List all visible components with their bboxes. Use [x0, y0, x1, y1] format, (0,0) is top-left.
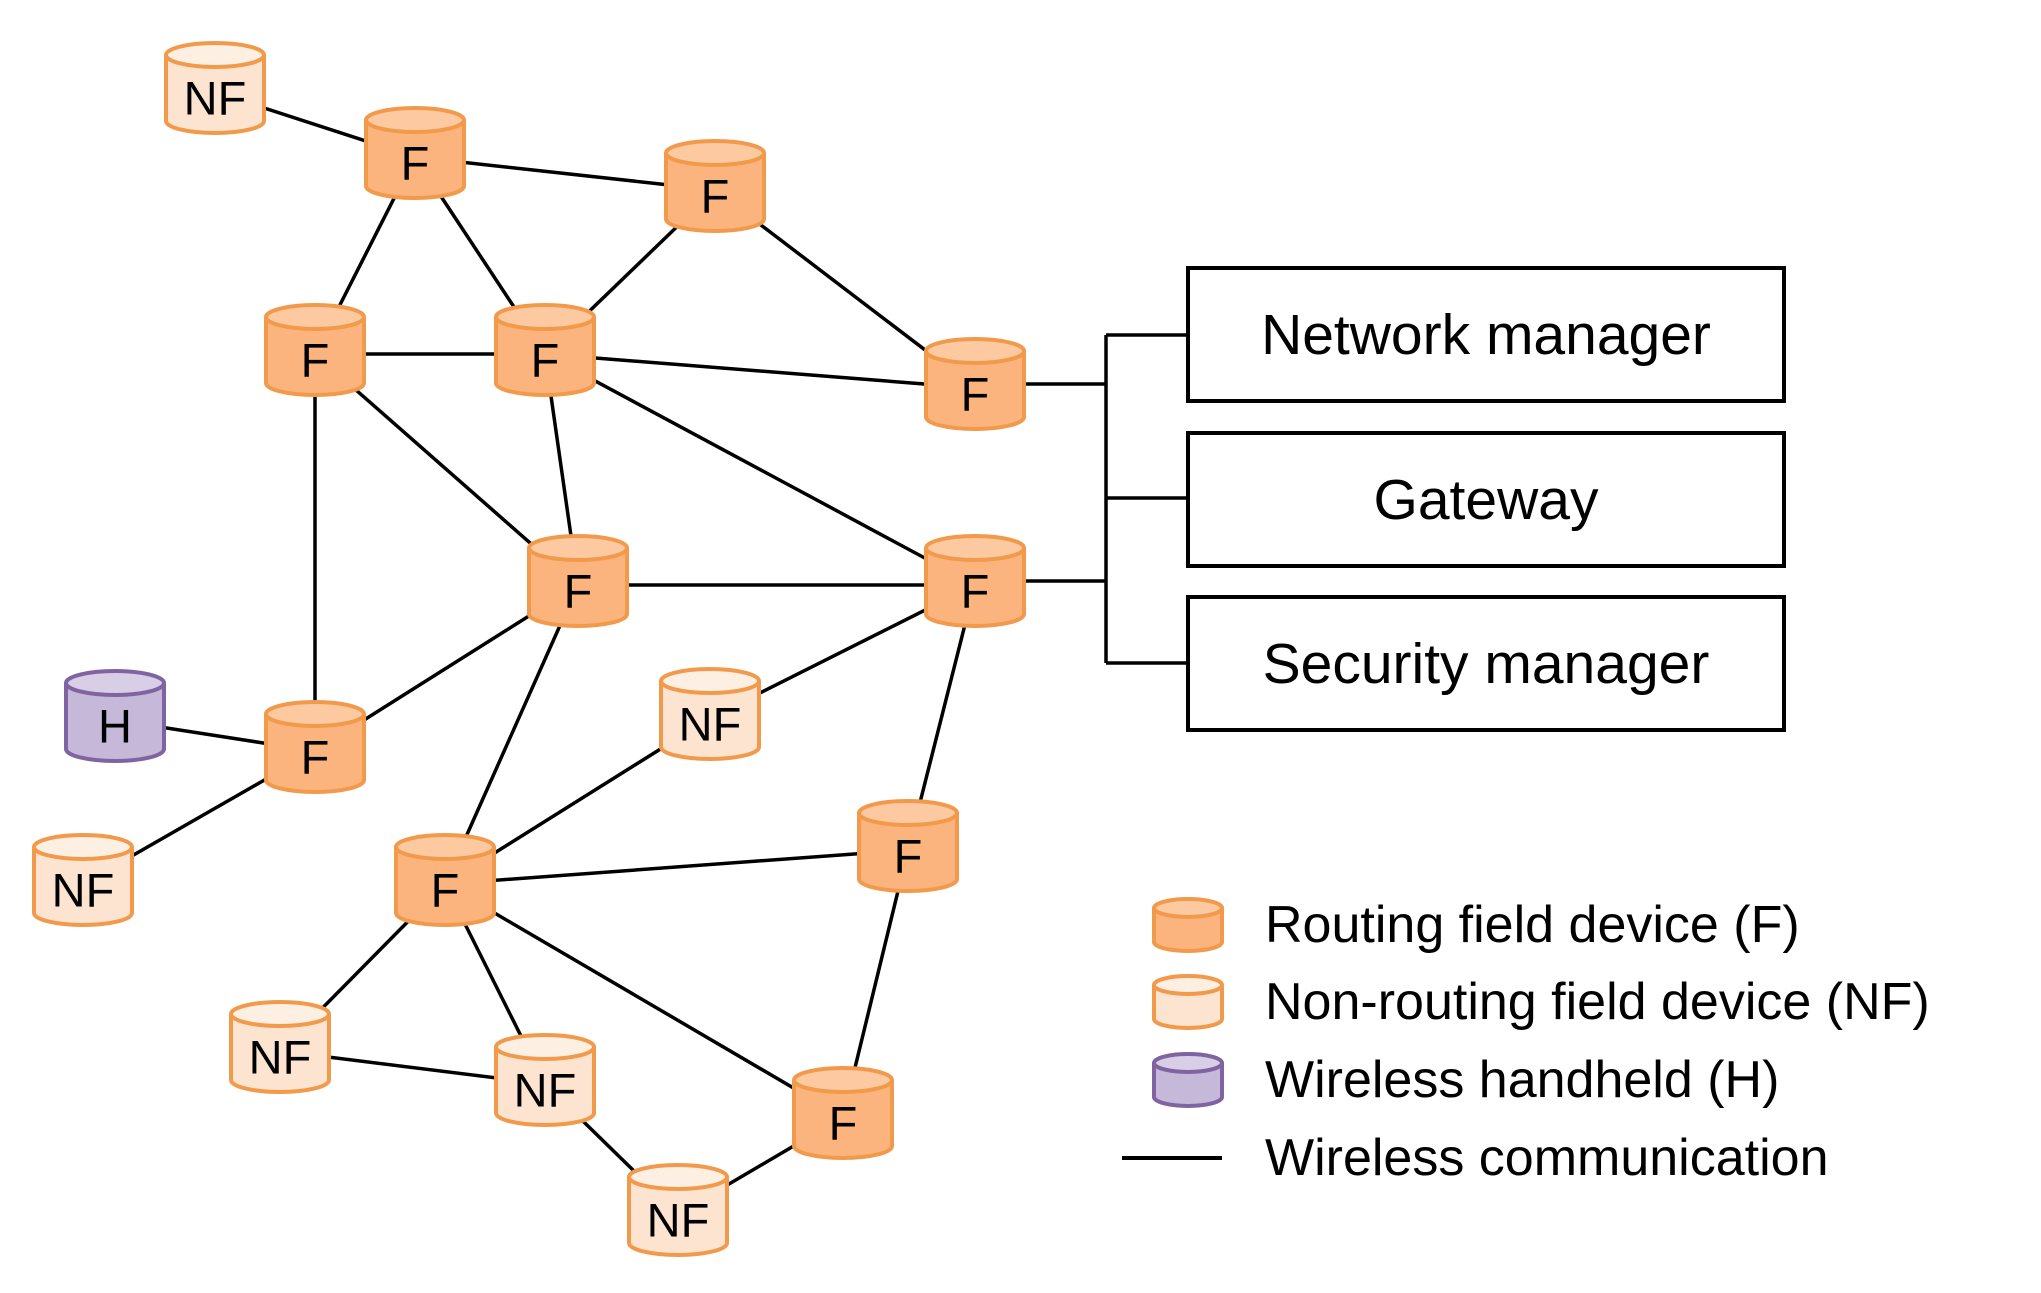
legend-handheld-label: Wireless handheld (H)	[1265, 1051, 1779, 1109]
routing-field-device-f6: F	[527, 534, 629, 628]
devices: NF F F F F F F F H F NF NF F F NF NF F NF	[32, 41, 1026, 1257]
gateway-box: Gateway	[1186, 431, 1786, 568]
legend-nonrouting-icon	[1152, 974, 1224, 1030]
device-label-nf3: NF	[679, 698, 742, 751]
device-label-f6: F	[564, 565, 593, 618]
device-label-h1: H	[98, 700, 132, 753]
non-routing-field-device-nf6: NF	[627, 1163, 729, 1257]
non-routing-field-device-nf2: NF	[32, 833, 134, 927]
device-label-f7: F	[961, 565, 990, 618]
device-label-nf4: NF	[249, 1031, 312, 1084]
routing-field-device-f8: F	[264, 700, 366, 794]
device-label-f8: F	[301, 731, 330, 784]
routing-field-device-f9: F	[394, 833, 496, 927]
link-f9-f11	[444, 882, 844, 1119]
legend-icons	[1152, 897, 1224, 1108]
device-label-f4: F	[531, 334, 560, 387]
backbone-bus	[1025, 333, 1188, 665]
link-f9-f10	[444, 848, 909, 886]
routing-field-device-f10: F	[857, 799, 959, 893]
device-label-f1: F	[401, 137, 430, 190]
device-label-f3: F	[301, 334, 330, 387]
routing-field-device-f3: F	[264, 303, 366, 397]
gateway-label: Gateway	[1374, 468, 1599, 532]
link-f6-f9	[443, 584, 580, 885]
security-manager-box: Security manager	[1186, 595, 1786, 732]
network-manager-box: Network manager	[1186, 266, 1786, 403]
device-label-nf1: NF	[184, 72, 247, 125]
device-label-f5: F	[961, 368, 990, 421]
link-f4-f5	[544, 352, 976, 390]
device-label-nf2: NF	[52, 864, 115, 917]
routing-field-device-f1: F	[364, 106, 466, 200]
legend: Routing field device (F) Non-routing fie…	[1122, 896, 1930, 1187]
device-label-f9: F	[431, 864, 460, 917]
non-routing-field-device-nf3: NF	[659, 667, 761, 761]
routing-field-device-f11: F	[792, 1066, 894, 1160]
security-manager-label: Security manager	[1263, 632, 1710, 696]
non-routing-field-device-nf1: NF	[164, 41, 266, 135]
legend-routing-label: Routing field device (F)	[1265, 896, 1800, 954]
legend-nonrouting-label: Non-routing field device (NF)	[1265, 973, 1930, 1031]
routing-field-device-f7: F	[924, 534, 1026, 628]
device-label-f2: F	[701, 170, 730, 223]
network-manager-label: Network manager	[1261, 303, 1711, 367]
wireless-handheld-h1: H	[64, 669, 166, 763]
routing-field-device-f2: F	[664, 139, 766, 233]
device-label-f10: F	[894, 830, 923, 883]
legend-routing-icon	[1152, 897, 1224, 953]
routing-field-device-f5: F	[924, 337, 1026, 431]
non-routing-field-device-nf5: NF	[494, 1033, 596, 1127]
device-label-f11: F	[829, 1097, 858, 1150]
device-label-nf5: NF	[514, 1064, 577, 1117]
routing-field-device-f4: F	[494, 303, 596, 397]
device-label-nf6: NF	[647, 1194, 710, 1247]
legend-handheld-icon	[1152, 1052, 1224, 1108]
legend-wireless-label: Wireless communication	[1265, 1129, 1829, 1187]
non-routing-field-device-nf4: NF	[229, 1000, 331, 1094]
link-f4-f7	[544, 352, 976, 587]
